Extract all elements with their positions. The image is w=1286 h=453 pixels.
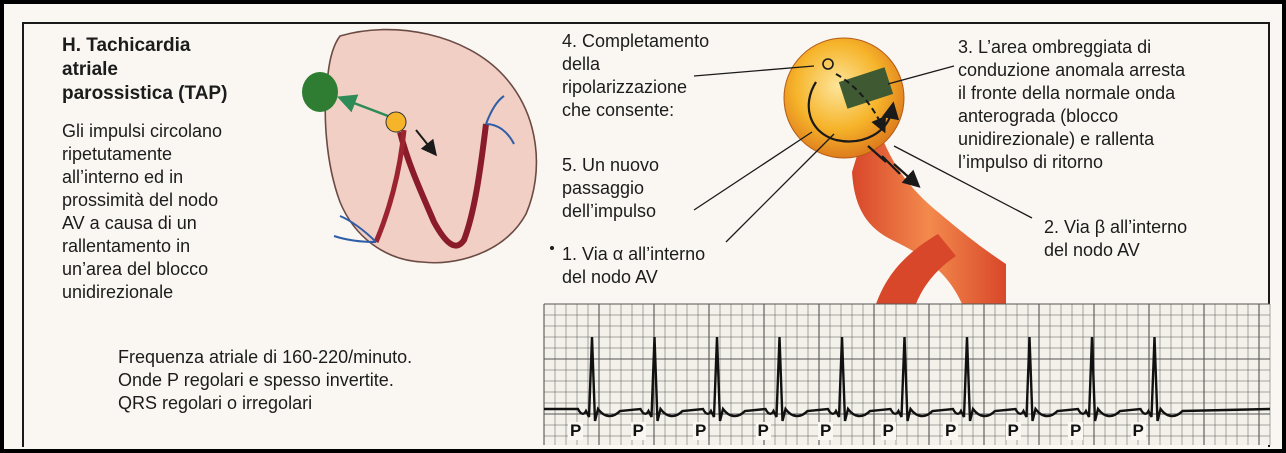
p-wave-label: P (943, 422, 958, 440)
p-wave-label: P (1131, 422, 1146, 440)
p-wave-label: P (631, 422, 646, 440)
p-wave-label: P (568, 422, 583, 440)
p-wave-label: P (756, 422, 771, 440)
p-wave-label: P (1068, 422, 1083, 440)
ecg-strip (4, 4, 1282, 449)
figure-panel: H. Tachicardia atriale parossistica (TAP… (4, 4, 1282, 449)
p-wave-label: P (693, 422, 708, 440)
p-wave-label: P (881, 422, 896, 440)
p-wave-label: P (1006, 422, 1021, 440)
p-wave-label: P (818, 422, 833, 440)
